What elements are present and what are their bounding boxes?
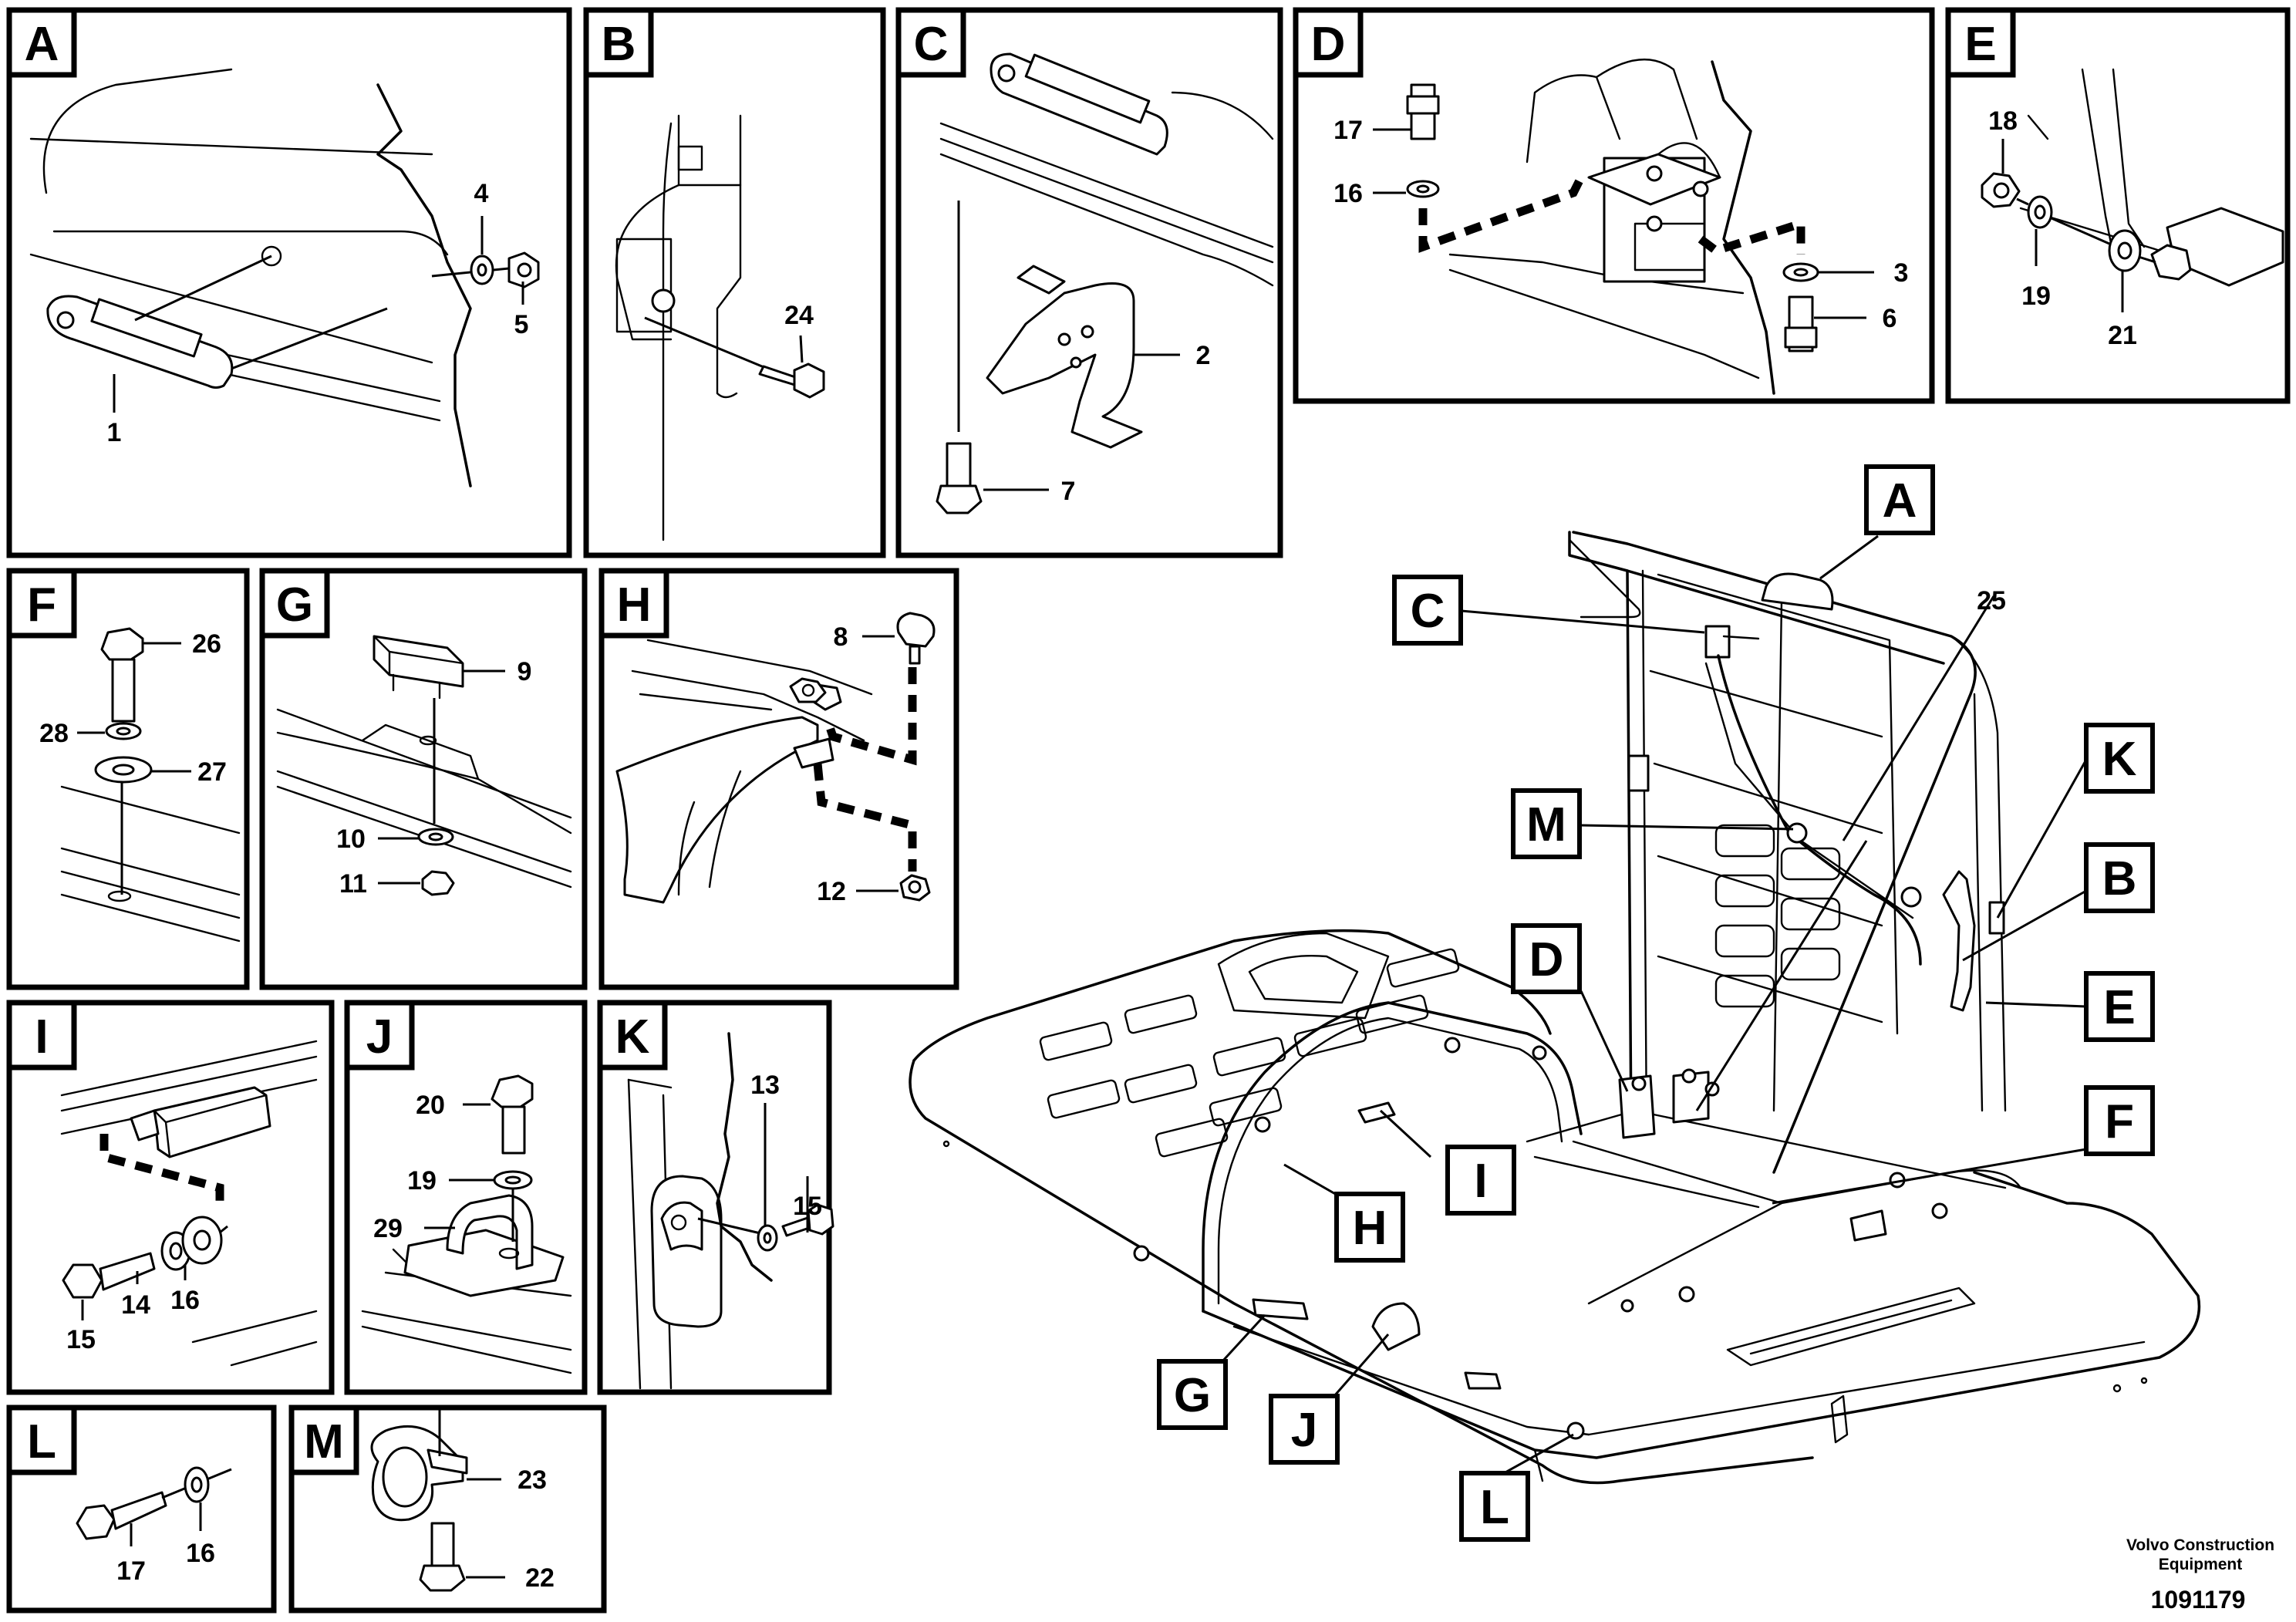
svg-text:B: B bbox=[2102, 852, 2137, 905]
svg-text:26: 26 bbox=[192, 629, 221, 659]
svg-text:19: 19 bbox=[407, 1166, 437, 1195]
svg-text:M: M bbox=[1526, 798, 1566, 851]
svg-text:20: 20 bbox=[416, 1091, 445, 1120]
svg-text:16: 16 bbox=[186, 1539, 215, 1568]
svg-text:A: A bbox=[1883, 474, 1917, 528]
svg-text:7: 7 bbox=[1061, 477, 1076, 506]
panel-label: A bbox=[25, 18, 59, 71]
brand-line-1: Volvo Construction bbox=[2126, 1536, 2274, 1554]
callout-k: K bbox=[2084, 723, 2155, 794]
callout-h: H bbox=[1334, 1192, 1405, 1263]
svg-text:17: 17 bbox=[116, 1556, 146, 1586]
panel-m: M 23 22 bbox=[288, 1404, 607, 1614]
panel-g: G 9 10 11 bbox=[259, 568, 588, 990]
overview-callouts: A C 25 M K B E D F bbox=[1157, 464, 2155, 1542]
svg-text:L: L bbox=[1480, 1481, 1509, 1534]
callout-c: C bbox=[1392, 575, 1463, 646]
svg-text:10: 10 bbox=[336, 824, 366, 854]
panel-label: L bbox=[27, 1415, 56, 1469]
panel-label: E bbox=[1964, 18, 1996, 71]
part-number-25: 25 bbox=[1977, 586, 2006, 615]
svg-text:6: 6 bbox=[1883, 304, 1897, 333]
svg-text:E: E bbox=[2103, 981, 2135, 1034]
panel-f: F 26 28 27 bbox=[6, 568, 250, 990]
svg-text:15: 15 bbox=[66, 1325, 96, 1354]
svg-text:8: 8 bbox=[834, 622, 848, 652]
svg-text:D: D bbox=[1529, 933, 1564, 986]
drawing-number: 1091179 bbox=[2151, 1586, 2246, 1614]
svg-text:19: 19 bbox=[2021, 282, 2051, 311]
overview-leaders bbox=[1221, 534, 2088, 1475]
callout-a: A bbox=[1864, 464, 1935, 535]
svg-text:17: 17 bbox=[1333, 116, 1363, 145]
svg-text:2: 2 bbox=[1196, 341, 1211, 370]
svg-text:24: 24 bbox=[784, 301, 814, 330]
callout-l: L bbox=[1459, 1471, 1530, 1542]
svg-text:22: 22 bbox=[525, 1563, 555, 1593]
panel-c: C 2 7 bbox=[895, 7, 1283, 558]
panel-e: E 18 19 21 bbox=[1945, 7, 2291, 404]
brand-line-2: Equipment bbox=[2159, 1556, 2243, 1573]
svg-text:H: H bbox=[1353, 1202, 1387, 1255]
panel-label: B bbox=[602, 18, 636, 71]
svg-text:9: 9 bbox=[518, 657, 532, 686]
callout-f: F bbox=[2084, 1085, 2155, 1156]
svg-text:18: 18 bbox=[1988, 106, 2018, 136]
callout-i: I bbox=[1445, 1145, 1516, 1216]
panel-d: D 17 16 3 6 bbox=[1293, 7, 1935, 404]
svg-text:3: 3 bbox=[1894, 258, 1909, 288]
svg-text:29: 29 bbox=[373, 1214, 403, 1243]
svg-text:I: I bbox=[1474, 1155, 1487, 1208]
svg-text:27: 27 bbox=[197, 757, 227, 787]
overview-assembly bbox=[909, 531, 2201, 1485]
svg-text:J: J bbox=[1291, 1404, 1317, 1457]
svg-text:C: C bbox=[1411, 585, 1445, 638]
svg-text:16: 16 bbox=[170, 1286, 200, 1315]
panel-label: G bbox=[276, 578, 313, 632]
callout-e: E bbox=[2084, 971, 2155, 1042]
svg-text:13: 13 bbox=[750, 1071, 780, 1100]
panel-i: I 15 14 16 bbox=[6, 1000, 335, 1395]
panel-label: H bbox=[617, 578, 652, 632]
panel-label: C bbox=[914, 18, 949, 71]
svg-text:28: 28 bbox=[39, 719, 69, 748]
footer: Volvo Construction Equipment 1091179 bbox=[2126, 1536, 2274, 1614]
svg-text:23: 23 bbox=[518, 1465, 547, 1495]
callout-b: B bbox=[2084, 842, 2155, 913]
svg-text:11: 11 bbox=[339, 869, 367, 899]
callout-d: D bbox=[1511, 923, 1582, 994]
panel-label: J bbox=[366, 1010, 393, 1064]
svg-text:K: K bbox=[2102, 733, 2137, 786]
callout-j: J bbox=[1269, 1394, 1340, 1465]
svg-text:14: 14 bbox=[121, 1290, 150, 1320]
svg-text:G: G bbox=[1174, 1369, 1211, 1422]
panel-l: L 17 16 bbox=[6, 1404, 277, 1614]
callout-g: G bbox=[1157, 1359, 1228, 1430]
panel-label: K bbox=[615, 1010, 650, 1064]
panel-a: A 4 5 1 bbox=[6, 7, 572, 558]
panel-b: B 24 bbox=[583, 7, 886, 558]
panel-j: J 20 19 29 bbox=[344, 1000, 588, 1395]
panel-label: D bbox=[1311, 18, 1346, 71]
svg-text:5: 5 bbox=[514, 310, 529, 339]
callout-m: M bbox=[1511, 788, 1582, 859]
svg-text:15: 15 bbox=[793, 1192, 822, 1221]
panel-label: M bbox=[304, 1415, 344, 1469]
panel-k: K 13 15 bbox=[597, 1000, 834, 1395]
panel-label: F bbox=[27, 578, 56, 632]
svg-text:1: 1 bbox=[107, 418, 122, 447]
panel-h: H 8 12 bbox=[598, 568, 959, 990]
svg-text:21: 21 bbox=[2108, 321, 2137, 350]
svg-text:12: 12 bbox=[817, 877, 846, 906]
svg-text:4: 4 bbox=[474, 179, 489, 208]
panel-label: I bbox=[35, 1010, 48, 1064]
svg-text:16: 16 bbox=[1333, 179, 1363, 208]
svg-text:F: F bbox=[2105, 1095, 2134, 1148]
